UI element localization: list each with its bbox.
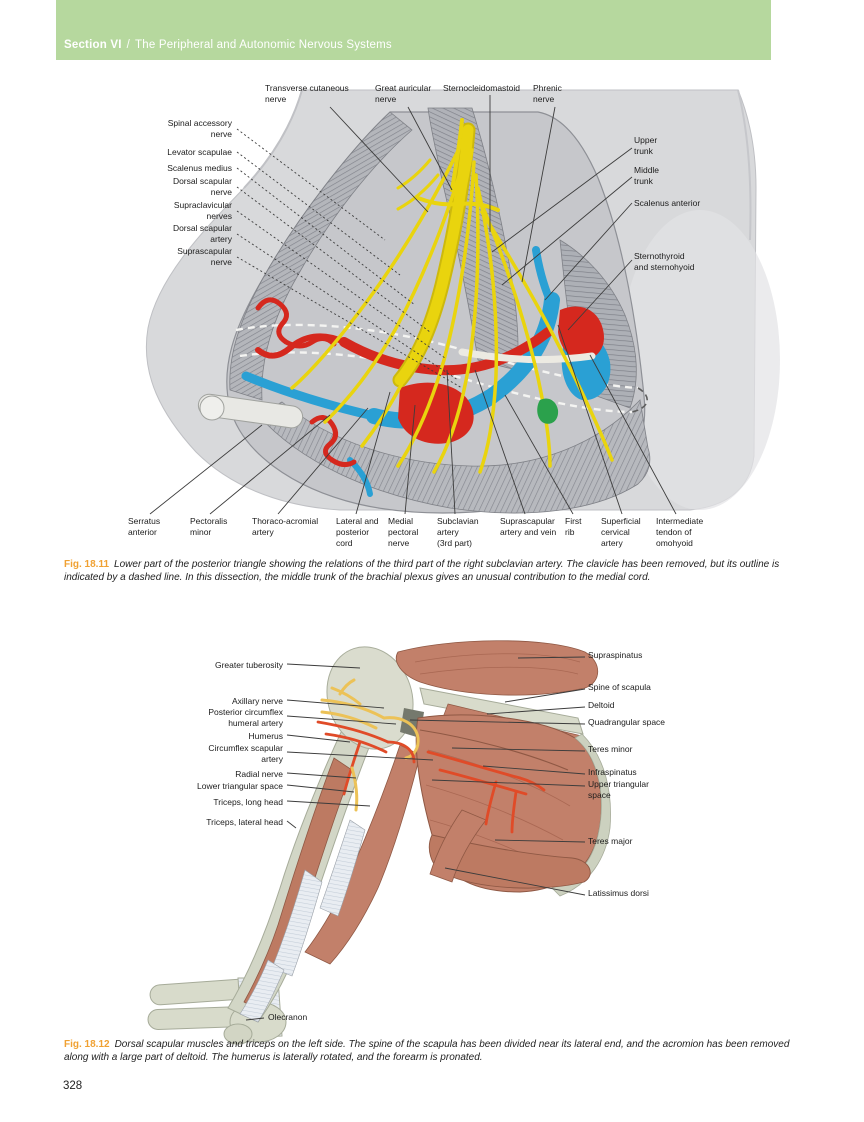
bone-cross-section (199, 395, 225, 421)
fig1-label-scalenus-anterior: Scalenus anterior (634, 198, 701, 208)
fig2-label-teres-major: Teres major (588, 836, 633, 846)
fig1-label-first-rib: First rib (565, 516, 582, 537)
fig2-label-triceps-long-head: Triceps, long head (213, 797, 283, 807)
fig2-label-lower-triangular-space: Lower triangular space (197, 781, 283, 791)
fig2-label-humerus: Humerus (248, 731, 283, 741)
fig1-label-medial-pectoral-nerve: Medial pectoral nerve (388, 516, 419, 548)
radial-nerve (350, 766, 359, 812)
fig1-label-spinal-accessory-nerve: Spinal accessory nerve (167, 118, 232, 139)
green-structure (537, 398, 559, 424)
fig2-caption-text: Dorsal scapular muscles and triceps on t… (64, 1039, 790, 1063)
section-title: The Peripheral and Autonomic Nervous Sys… (135, 39, 392, 51)
fig2-label-olecranon: Olecranon (268, 1012, 308, 1022)
section-header-bar: Section VI / The Peripheral and Autonomi… (56, 0, 771, 60)
fig1-label-superficial-cervical-artery: Superficial cervical artery (601, 516, 641, 548)
trapezius-muscle (229, 111, 413, 401)
fig1-label-thoraco-acromial-artery: Thoraco-acromial artery (252, 516, 319, 537)
fig2-illustration (147, 640, 611, 1045)
fig1-label-phrenic-nerve: Phrenic nerve (533, 83, 562, 104)
fig1-label-levator-scapulae: Levator scapulae (167, 147, 232, 157)
section-divider: / (126, 39, 131, 51)
fig2-label-axillary-nerve: Axillary nerve (231, 696, 283, 706)
fig1-label-scalenus-medius: Scalenus medius (167, 163, 232, 173)
fig1-caption-tag: Fig. 18.11 (64, 559, 110, 570)
fig2-label-circumflex-scapular-artery: Circumflex scapular artery (208, 743, 283, 764)
fig2-label-teres-minor: Teres minor (588, 744, 633, 754)
fig1-caption-text: Lower part of the posterior triangle sho… (64, 559, 780, 583)
fig1-label-serratus-anterior: Serratus anterior (128, 516, 161, 537)
fig2-label-triceps-lateral-head: Triceps, lateral head (206, 817, 283, 827)
fig2-label-upper-triangular-space: Upper triangular space (588, 779, 649, 800)
fig1-label-supraclavicular-nerves: Supraclavicular nerves (173, 200, 232, 221)
fig1-label-middle-trunk: Middle trunk (634, 165, 660, 186)
fig1-label-lateral-posterior-cord: Lateral and posterior cord (336, 516, 379, 548)
fig2-label-quadrangular-space: Quadrangular space (588, 717, 666, 727)
fig1-label-suprascapular-artery-vein: Suprascapular artery and vein (500, 516, 557, 537)
fig2-label-spine-of-scapula: Spine of scapula (588, 682, 651, 692)
supraspinatus-muscle (395, 640, 599, 696)
first-rib-bone (197, 393, 304, 429)
fig1-label-sternothyroid-sternohyoid: Sternothyroid and sternohyoid (634, 251, 695, 272)
fig1-label-upper-trunk: Upper trunk (634, 135, 658, 156)
fig2-label-latissimus-dorsi: Latissimus dorsi (588, 888, 649, 898)
fig1-label-great-auricular-nerve: Great auricular nerve (375, 83, 432, 104)
fig2-label-deltoid: Deltoid (588, 700, 615, 710)
page-number: 328 (63, 1080, 83, 1092)
fig1-label-sternocleidomastoid: Sternocleidomastoid (443, 83, 521, 93)
fig2-leader-lines (245, 656, 586, 1021)
infraspinatus-teres-mass (415, 714, 611, 897)
fig2-label-infraspinatus: Infraspinatus (588, 767, 637, 777)
omohyoid-tendon (458, 348, 596, 363)
fig1-label-suprascapular-nerve: Suprascapular nerve (177, 246, 232, 267)
fig2-label-greater-tuberosity: Greater tuberosity (214, 660, 283, 670)
fig1-illustration (145, 89, 780, 515)
fig1-label-subclavian-artery: Subclavian artery (3rd part) (437, 516, 479, 548)
latissimus-dorsi-muscle (429, 809, 487, 883)
brachial-plexus-nerves (290, 118, 614, 474)
fig1-label-intermediate-tendon-omohyoid: Intermediate tendon of omohyoid (656, 516, 704, 548)
fig2-label-posterior-circumflex-humeral-artery: Posterior circumflex humeral artery (208, 707, 283, 728)
fig2-label-supraspinatus: Supraspinatus (588, 650, 643, 660)
section-label: Section VI (64, 39, 122, 51)
circumflex-scapular-artery (426, 750, 546, 834)
triceps-tendons (239, 819, 366, 1023)
fig2-caption-tag: Fig. 18.12 (64, 1039, 110, 1050)
fig1-label-transverse-cutaneous-nerve: Transverse cutaneous nerve (265, 83, 349, 104)
fig2-label-radial-nerve: Radial nerve (235, 769, 283, 779)
fig1-leader-lines (149, 95, 677, 515)
fig1-label-dorsal-scapular-nerve: Dorsal scapular nerve (172, 176, 232, 197)
fig1-label-pectoralis-minor: Pectoralis minor (190, 516, 228, 537)
fig1-label-dorsal-scapular-artery: Dorsal scapular artery (172, 223, 232, 244)
